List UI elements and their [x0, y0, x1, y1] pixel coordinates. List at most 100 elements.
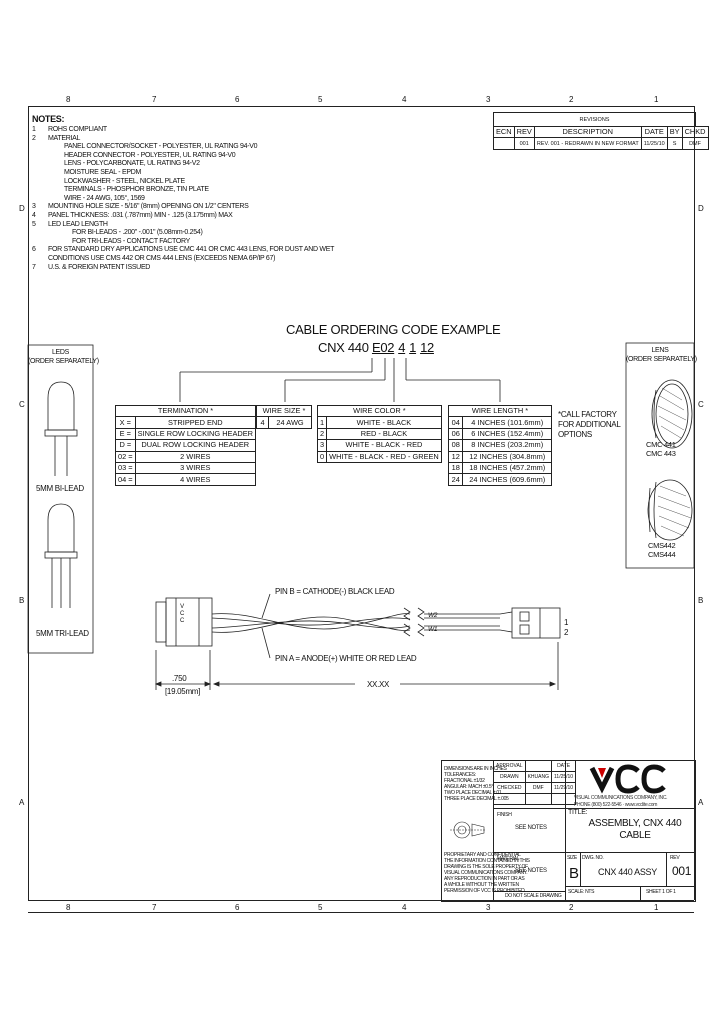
- zone-label-top: 3: [486, 95, 491, 104]
- note-text: FOR TRI-LEADS - CONTACT FACTORY: [72, 237, 191, 245]
- proprietary-line: ANY REPRODUCTION IN PART OR AS: [444, 876, 525, 882]
- pin-a-label: PIN A = ANODE(+) WHITE OR RED LEAD: [275, 654, 417, 663]
- dwg-no-label: DWG. NO.: [582, 855, 604, 861]
- lens-drawings: [647, 379, 693, 541]
- wire-color-cell: WHITE - BLACK - RED - GREEN: [326, 450, 442, 463]
- leds-title-line-1: LEDS: [51, 349, 70, 356]
- revisions-cell: 11/25/10: [640, 137, 668, 150]
- note-text: MOUNTING HOLE SIZE - 5/16" (8mm) OPENING…: [48, 203, 249, 211]
- material-label: MATERIAL: [497, 856, 520, 862]
- note-text: LOCKWASHER - STEEL, NICKEL PLATE: [64, 177, 185, 185]
- sheet-label: SHEET 1 OF 1: [646, 889, 676, 895]
- vcc-logo-icon: [589, 764, 666, 794]
- note-text: CONDITIONS USE CMS 442 OR CMS 444 LENS (…: [48, 254, 276, 262]
- drawing-title-line-1: ASSEMBLY, CNX 440: [588, 818, 682, 829]
- frame-outer-bottom-line: [28, 912, 694, 913]
- code-part: 12: [420, 340, 434, 355]
- revisions-cell: REV. 001 - REDRAWN IN NEW FORMAT: [533, 137, 642, 150]
- note-number: 6: [32, 246, 36, 254]
- termination-row: 03 =3 WIRES: [115, 461, 257, 475]
- wire-length-cell: 24 INCHES (609.6mm): [462, 473, 552, 486]
- note-text: HEADER CONNECTOR - POLYESTER, UL RATING …: [64, 151, 236, 159]
- call-factory-line: FOR ADDITIONAL: [558, 420, 621, 429]
- revisions-cell: DMF: [681, 137, 709, 150]
- zone-label-bottom: 8: [66, 903, 71, 912]
- zone-label-left: B: [19, 596, 25, 605]
- company-name: VISUAL COMMUNICATIONS COMPANY, INC.: [574, 795, 668, 801]
- note-number: 2: [32, 134, 36, 142]
- code-part: 1: [409, 340, 417, 355]
- zone-label-right: D: [698, 204, 704, 213]
- wire-tag-w2: W2: [428, 612, 438, 619]
- approval-cell: [524, 793, 553, 805]
- call-factory-line: OPTIONS: [558, 430, 592, 439]
- approval-cell: 11/29/10: [550, 782, 577, 794]
- revisions-title: REVISIONS: [493, 112, 696, 127]
- led-drawings: [44, 381, 78, 608]
- wire-color-cell: 0: [316, 450, 328, 463]
- leds-title-line-2: (ORDER SEPARATELY): [28, 358, 99, 365]
- note-text: TERMINALS - PHOSPHOR BRONZE, TIN PLATE: [64, 186, 209, 194]
- notes-title: NOTES:: [32, 114, 65, 124]
- pin-number-2: 2: [564, 628, 569, 637]
- size-value: B: [569, 865, 579, 882]
- wire-length-cell: 24: [447, 473, 464, 486]
- dwg-no-value: CNX 440 ASSY: [598, 867, 657, 877]
- approval-row: [493, 793, 577, 805]
- proprietary-line: PROPRIETARY AND CONFIDENTIAL: [444, 852, 521, 858]
- third-angle-projection-icon: [450, 821, 486, 839]
- lens-cmc-441: CMC 441: [646, 440, 676, 449]
- pin-number-1: 1: [564, 618, 569, 627]
- note-text: PANEL CONNECTOR/SOCKET - POLYESTER, UL R…: [64, 143, 258, 151]
- frame-bottom-line: [28, 900, 694, 901]
- dimension-mm: [19.05mm]: [165, 687, 201, 696]
- termination-cell: 4 WIRES: [134, 473, 257, 486]
- zone-label-right: A: [698, 798, 704, 807]
- note-text: LED LEAD LENGTH: [48, 220, 108, 228]
- termination-row: E =SINGLE ROW LOCKING HEADER: [115, 427, 257, 441]
- lens-cmc-labels: CMC 441 CMC 443: [646, 440, 676, 458]
- cable-length: XX.XX: [367, 680, 390, 689]
- company-address: PHONE (800) 522-5546 · www.vcclite.com: [574, 802, 658, 808]
- note-text: MATERIAL: [48, 134, 81, 142]
- zone-label-bottom: 1: [654, 903, 659, 912]
- zone-label-left: C: [19, 400, 25, 409]
- tolerance-line: TWO PLACE DECIMAL ±.01: [444, 790, 502, 796]
- approval-cell: [524, 760, 553, 772]
- tb-line: [493, 760, 494, 900]
- revisions-cell: 001: [513, 137, 535, 150]
- note-number: 3: [32, 203, 36, 211]
- tb-line: [493, 852, 694, 853]
- approval-cell: [550, 793, 577, 805]
- do-not-scale: DO NOT SCALE DRAWING: [505, 893, 562, 899]
- scale-label: SCALE: NTS: [568, 889, 595, 895]
- zone-label-right: C: [698, 400, 704, 409]
- tolerance-line: ANGULAR: MACH ±0.5°: [444, 784, 494, 790]
- note-number: 4: [32, 211, 36, 219]
- zone-label-top: 1: [654, 95, 659, 104]
- lens-title: LENS (ORDER SEPARATELY): [626, 346, 697, 364]
- finish-spec: SEE NOTES: [515, 825, 547, 831]
- tb-line: [493, 808, 694, 809]
- note-text: U.S. & FOREIGN PATENT ISSUED: [48, 263, 151, 271]
- note-text: PANEL THICKNESS: .031 (.787mm) MIN - .12…: [48, 211, 233, 219]
- zone-label-top: 7: [152, 95, 157, 104]
- zone-label-right: B: [698, 596, 704, 605]
- zone-label-top: 2: [569, 95, 574, 104]
- wire-length-cell: 04: [447, 416, 464, 429]
